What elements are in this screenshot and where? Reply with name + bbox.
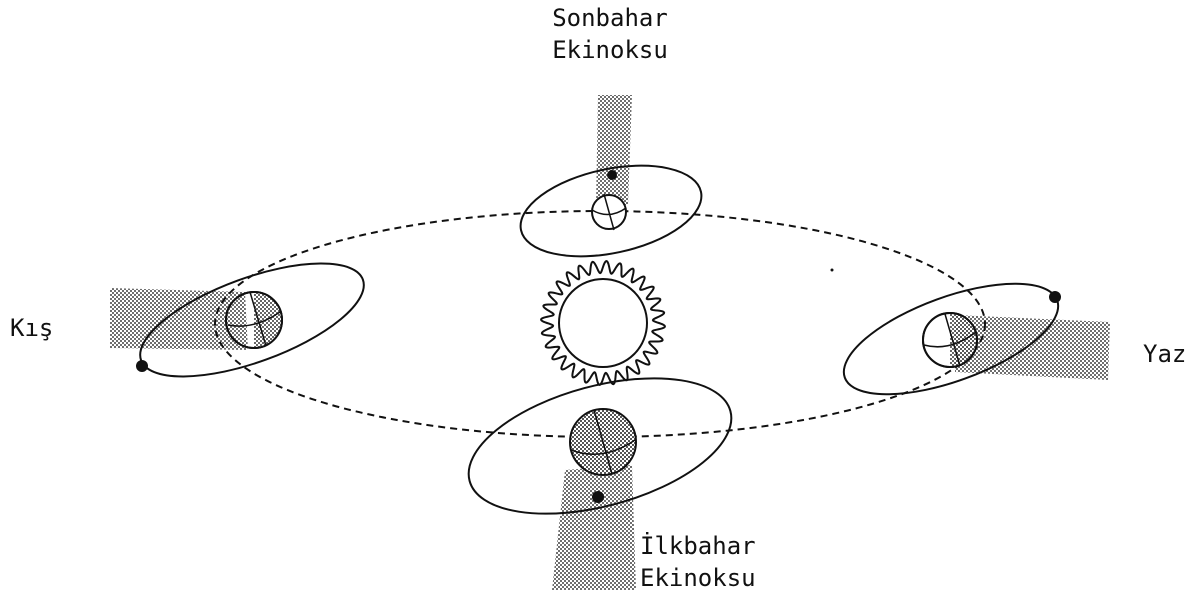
winter-shadow-band [110, 288, 248, 350]
spring-shadow-band [552, 465, 636, 590]
autumn-equinox-label-line1: Sonbahar [520, 4, 700, 32]
sun-icon [541, 261, 665, 385]
summer-shadow-band [955, 315, 1110, 380]
autumn-equinox-position [512, 151, 709, 271]
winter-position [127, 240, 377, 400]
winter-moon-orbit [127, 240, 377, 400]
spring-equinox-label-line2: Ekinoksu [640, 564, 756, 592]
winter-moon [136, 360, 148, 372]
autumn-equinox-label-line2: Ekinoksu [520, 36, 700, 64]
summer-moon [1049, 291, 1061, 303]
autumn-shadow-band [596, 95, 632, 205]
winter-label: Kış [10, 314, 53, 342]
autumn-moon [607, 170, 617, 180]
spring-moon [592, 491, 604, 503]
earth-orbit-path [215, 211, 985, 437]
summer-label: Yaz [1143, 340, 1186, 368]
summer-position [830, 261, 1071, 417]
spring-equinox-label-line1: İlkbahar [640, 532, 756, 560]
